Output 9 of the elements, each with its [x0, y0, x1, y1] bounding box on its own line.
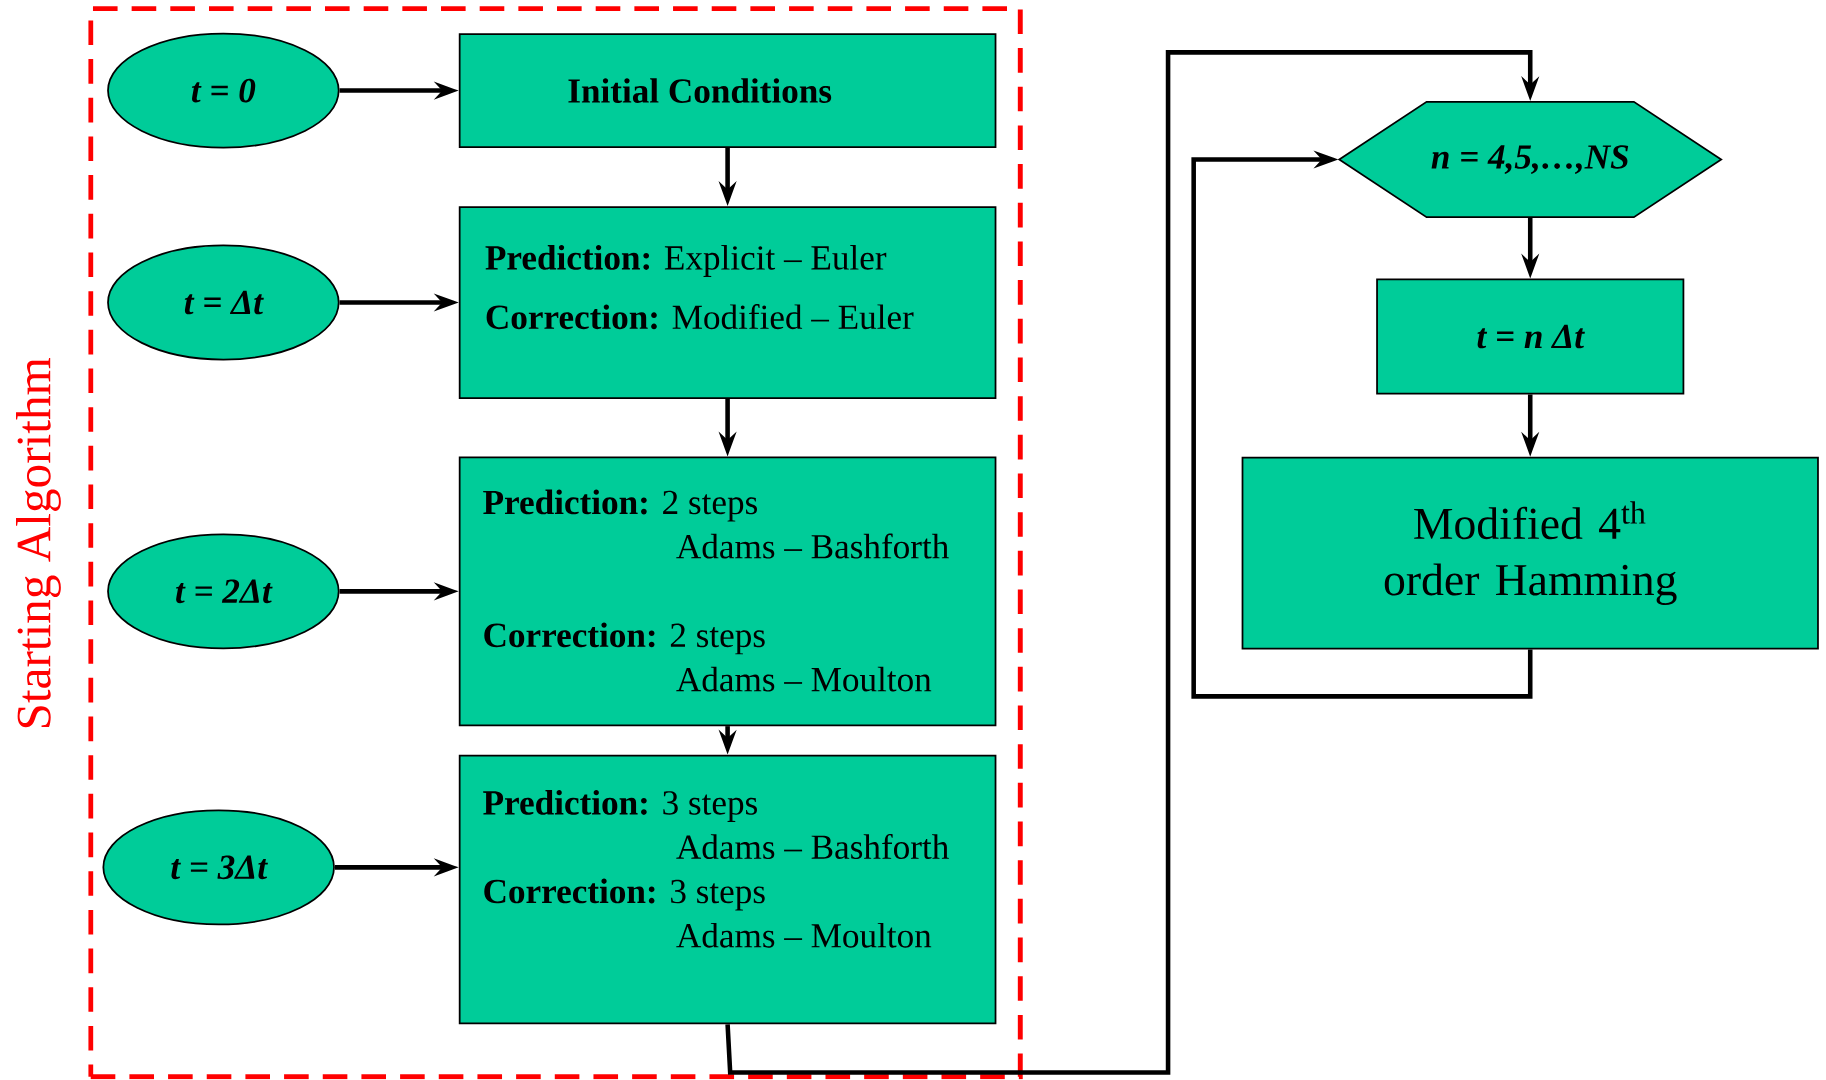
process-box: Prediction: Explicit – Euler Correction: Modified – Euler — [458, 206, 997, 400]
process-box: Initial Conditions — [458, 33, 997, 149]
group-label: Starting Algorithm — [16, 358, 61, 728]
arrow — [725, 50, 1540, 1076]
process-box: t = n Δt — [1376, 278, 1685, 395]
process-box: Prediction: 3 steps Adams – Bashforth Correction: 3 steps Adams – Moulton — [458, 754, 997, 1025]
process-box: Modified 4$^{th}$ order Hamming — [1241, 457, 1819, 650]
arrow — [1191, 150, 1533, 699]
process-box: Prediction: 2 steps Adams – Bashforth Correction: 2 steps Adams – Moulton — [458, 456, 997, 727]
